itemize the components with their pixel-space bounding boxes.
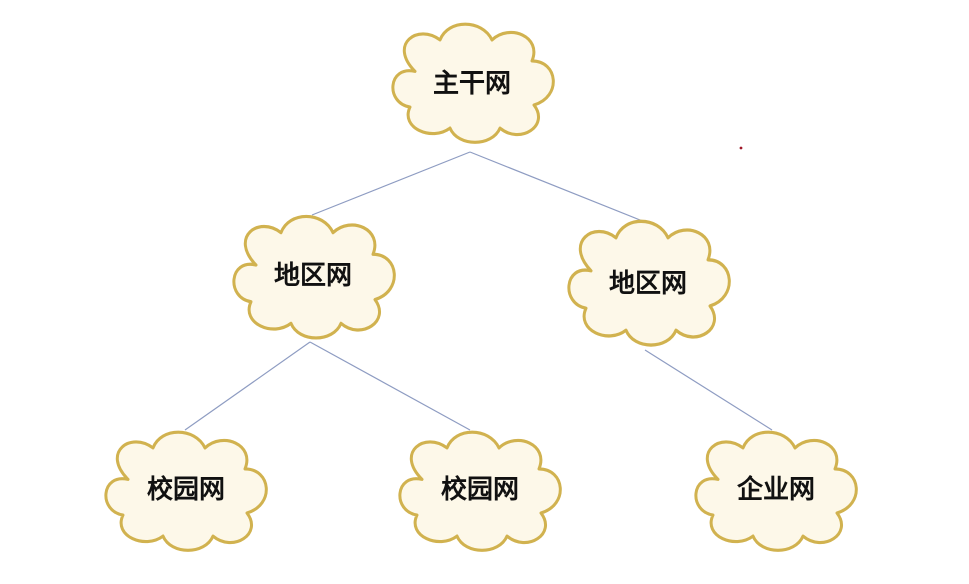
region-label-1: 地区网: [274, 261, 352, 291]
link-backbone-region-2: [469, 151, 646, 223]
enterprise-label: 企业网: [737, 474, 815, 505]
campus-label-1: 校园网: [147, 474, 225, 505]
link-backbone-region-1: [311, 151, 471, 216]
backbone-label: 主干网: [433, 69, 511, 99]
link-region-2-enterprise: [644, 349, 773, 431]
link-region-1-campus-2: [309, 341, 471, 431]
connection-lines: [184, 151, 773, 431]
campus-label-2: 校园网: [441, 474, 519, 505]
link-region-1-campus-1: [184, 341, 311, 431]
stray-dot: [739, 146, 743, 150]
region-label-2: 地区网: [609, 269, 687, 299]
